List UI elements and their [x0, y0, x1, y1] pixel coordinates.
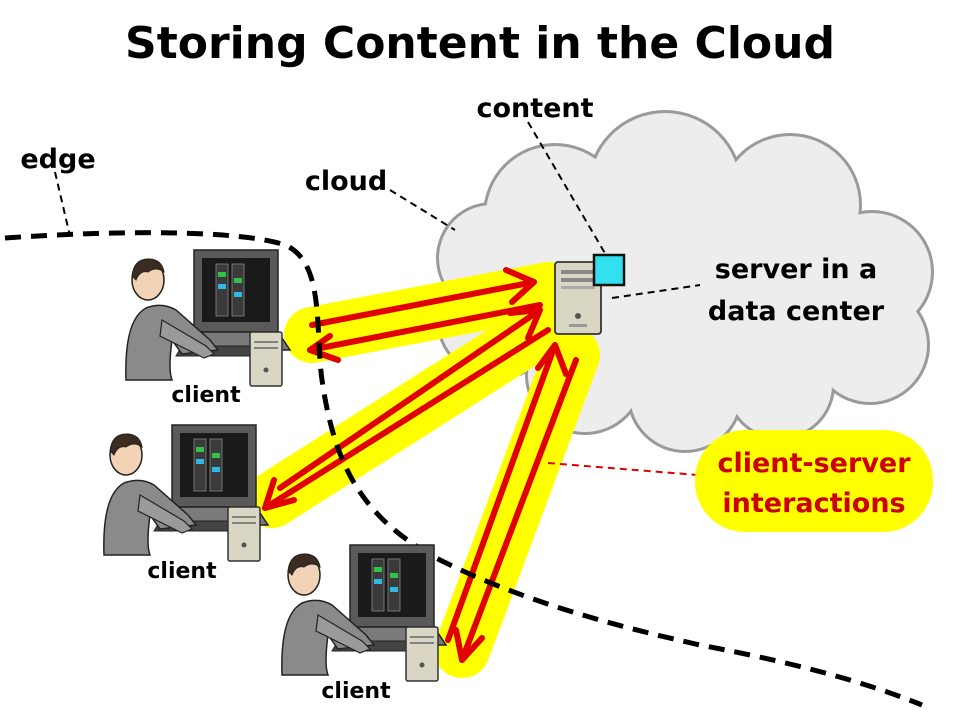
- cloud-label: cloud: [305, 166, 387, 197]
- arrow-server-to-client3: [459, 357, 579, 663]
- interaction-arrows: [262, 267, 579, 663]
- client-label-3: client: [321, 679, 391, 704]
- page-title: Storing Content in the Cloud: [125, 18, 835, 69]
- interactions-label-line2: interactions: [722, 488, 905, 519]
- content-label: content: [476, 93, 593, 124]
- client-computer-3-icon: [281, 544, 447, 682]
- arrow-server-to-client2: [262, 327, 551, 511]
- client-computer-2-icon: [103, 424, 269, 562]
- server-label-line2: data center: [708, 296, 885, 327]
- edge-label: edge: [20, 144, 95, 175]
- interaction-highlights: [244, 262, 600, 678]
- arrow-server-to-client1: [307, 302, 543, 353]
- client-computer-1-icon: [125, 249, 291, 387]
- interactions-callout: [695, 430, 933, 532]
- arrow-client1-to-server: [309, 279, 537, 328]
- arrow-client2-to-server: [277, 307, 543, 491]
- interactions-label-line1: client-server: [717, 448, 911, 479]
- client-label-2: client: [147, 559, 217, 584]
- client-label-1: client: [171, 383, 241, 408]
- server-label-line1: server in a: [715, 254, 877, 285]
- arrow-client3-to-server: [445, 342, 558, 643]
- edge-boundary: [4, 230, 923, 708]
- content-icon: [592, 253, 626, 287]
